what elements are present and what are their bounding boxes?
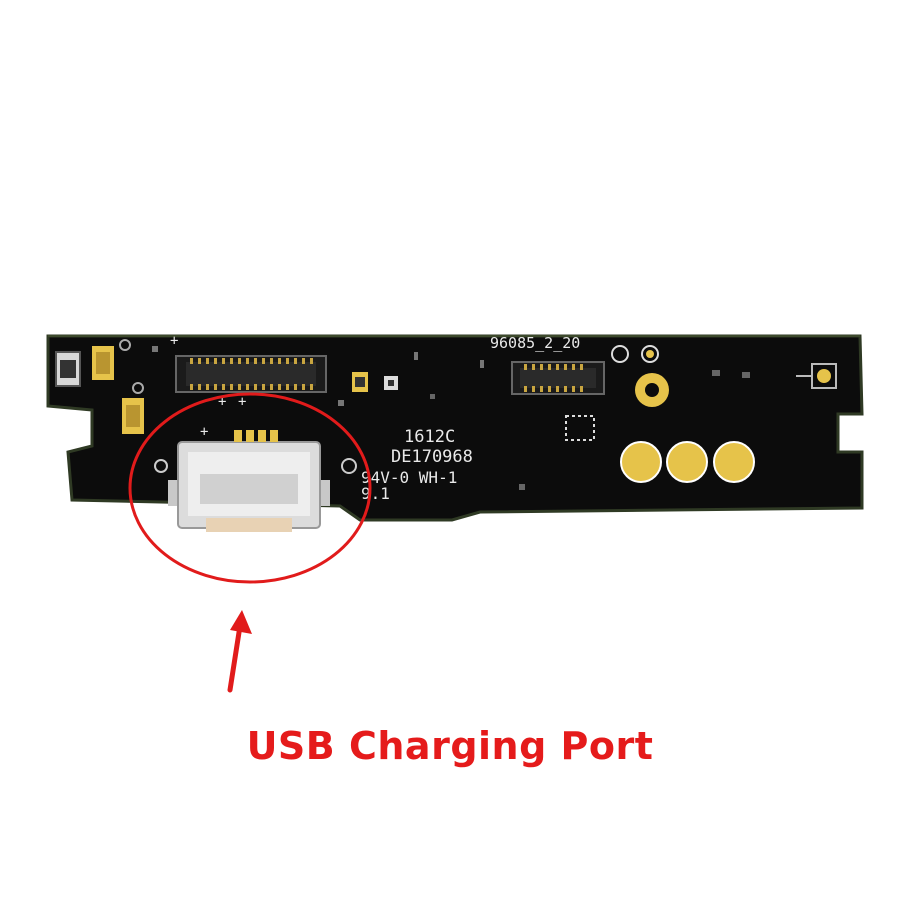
revision-marking: 9.1 [361, 484, 390, 503]
rating-marking: 94V-0 WH-1 [361, 468, 457, 487]
left-components [55, 339, 144, 434]
caption-label: USB Charging Port [246, 724, 654, 768]
fpc-connector-large [175, 355, 327, 393]
polarity-mark: + [238, 394, 246, 410]
antenna-pad [796, 363, 837, 389]
polarity-mark: + [200, 424, 208, 440]
usb-port [168, 430, 330, 532]
passive-components [152, 346, 750, 490]
polarity-mark: + [218, 394, 226, 410]
highlight-circle [128, 392, 372, 584]
mounting-holes [154, 345, 669, 474]
part-number-marking: 96085_2_20 [490, 334, 580, 352]
fpc-connector-small [511, 361, 605, 395]
polarity-mark: + [170, 333, 178, 349]
pointer-arrow [227, 610, 252, 693]
serial-marking: DE170968 [391, 447, 473, 467]
date-code-marking: 1612C [404, 427, 455, 447]
contact-pads [620, 441, 755, 483]
